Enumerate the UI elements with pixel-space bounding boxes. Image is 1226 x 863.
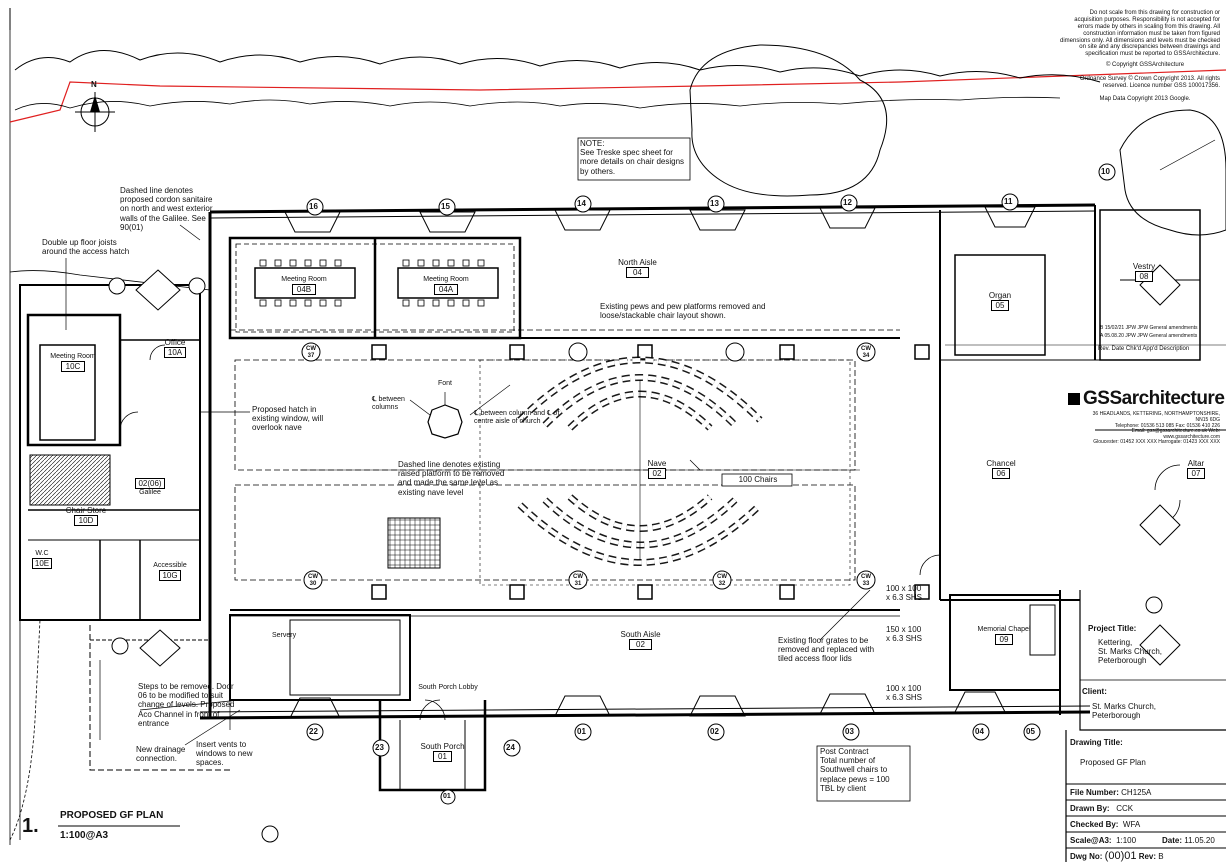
window-tag: 16: [309, 202, 318, 211]
plan-title: PROPOSED GF PLAN: [60, 810, 164, 821]
window-tag: 12: [843, 198, 852, 207]
room-servery[interactable]: Servery: [272, 632, 297, 639]
map-data-text: Map Data Copyright 2013 Google.: [1099, 96, 1191, 102]
room-galilee[interactable]: 02(06)Galilee: [135, 478, 165, 497]
site-boundary-line: [9, 69, 1226, 123]
column-tag: CW 37: [306, 346, 316, 359]
note-hatch: Proposed hatch in existing window, will …: [252, 405, 324, 433]
window-tag: 22: [309, 727, 318, 736]
window-tag: 01: [443, 793, 451, 800]
revision-b: B 15/02/21 JPW JPW General amendments: [1100, 325, 1198, 331]
note-raised-platform: Dashed line denotes existing raised plat…: [398, 460, 505, 497]
note-steps: Steps to be removed. Door 06 to be modif…: [138, 682, 235, 728]
disclaimer-text: Do not scale from this drawing for const…: [1060, 10, 1220, 58]
note-post-contract: Post Contract Total number of Southwell …: [820, 747, 890, 793]
window-tag: 15: [441, 202, 450, 211]
note-chairs-count: 100 Chairs: [738, 475, 778, 484]
note-between-column-centre: ℄ between column and ℄ of centre aisle o…: [474, 410, 560, 426]
drawn-by: Drawn By: CCK: [1070, 804, 1134, 813]
revision-a: A 05.08.20 JPW JPW General amendments: [1100, 333, 1198, 339]
revision-header: Rev. Date Chk'd App'd Description: [1098, 346, 1190, 352]
checked-by: Checked By: WFA: [1070, 820, 1141, 829]
tree-canopy: [689, 44, 888, 197]
note-shs-3: 100 x 100 x 6.3 SHS: [886, 684, 923, 703]
note-floor-joists: Double up floor joists around the access…: [42, 238, 130, 257]
note-between-columns: ℄ between columns: [372, 396, 405, 412]
column-tag: CW 34: [861, 346, 871, 359]
note-drainage: New drainage connection.: [136, 745, 186, 764]
room-south-porch-lobby[interactable]: South Porch Lobby: [418, 684, 478, 691]
note-vents: Insert vents to windows to new spaces.: [196, 740, 253, 768]
drawing-title-label: Drawing Title:: [1070, 738, 1123, 747]
brand-address: 36 HEADLANDS, KETTERING, NORTHAMPTONSHIR…: [1092, 411, 1220, 440]
window-tag: 11: [1004, 197, 1013, 206]
room-font[interactable]: Font: [438, 380, 453, 387]
plan-number: 1.: [22, 815, 39, 837]
font-basin: [427, 404, 463, 439]
column-tag: CW 31: [573, 574, 583, 587]
window-tag: 01: [577, 727, 586, 736]
window-tag: 05: [1026, 727, 1035, 736]
note-shs-2: 150 x 100 x 6.3 SHS: [886, 625, 923, 644]
window-tag: 04: [975, 727, 984, 736]
copyright-text: © Copyright GSSArchitecture: [1105, 62, 1185, 68]
drawing-title: Proposed GF Plan: [1080, 758, 1146, 767]
note-floor-grates: Existing floor grates to be removed and …: [778, 636, 875, 664]
note-treske: NOTE: See Treske spec sheet for more det…: [580, 139, 685, 176]
brand-mark-icon: [1068, 393, 1080, 405]
brand-address-2: Gloucester: 01452 XXX XXX Harrogate: 014…: [1093, 439, 1220, 445]
file-number: File Number: CH125A: [1070, 788, 1152, 797]
project-title-label: Project Title:: [1088, 624, 1137, 633]
drawing-number: Dwg No: (00)01 Rev: B: [1070, 850, 1164, 862]
note-shs-1: 100 x 100 x 6.3 SHS: [886, 584, 923, 603]
north-arrow-label: N: [91, 80, 97, 89]
column-tag: CW 33: [861, 574, 871, 587]
window-tag: 03: [845, 727, 854, 736]
window-tag: 24: [506, 743, 515, 752]
column-tag: CW 32: [717, 574, 727, 587]
brand-logo: GSSarchitecture: [1068, 388, 1225, 410]
hedge-line: [14, 50, 1101, 83]
date: Date: 11.05.20: [1162, 836, 1215, 845]
plan-scale: 1:100@A3: [60, 830, 109, 841]
column-tag: CW 30: [308, 574, 318, 587]
window-tag: 14: [577, 199, 586, 208]
client-name: St. Marks Church, Peterborough: [1092, 702, 1157, 721]
note-pews-removed: Existing pews and pew platforms removed …: [600, 302, 766, 321]
window-tag: 23: [375, 743, 384, 752]
project-title: Kettering, St. Marks Church, Peterboroug…: [1098, 638, 1163, 666]
ordnance-text: Ordnance Survey © Crown Copyright 2013. …: [1079, 76, 1220, 89]
window-tag: 13: [710, 199, 719, 208]
window-tag: 02: [710, 727, 719, 736]
note-cordon: Dashed line denotes proposed cordon sani…: [120, 186, 213, 232]
scale: Scale@A3: 1:100: [1070, 836, 1137, 845]
window-tag: 10: [1101, 167, 1110, 176]
tree-canopy: [1119, 109, 1226, 236]
client-label: Client:: [1082, 687, 1107, 696]
